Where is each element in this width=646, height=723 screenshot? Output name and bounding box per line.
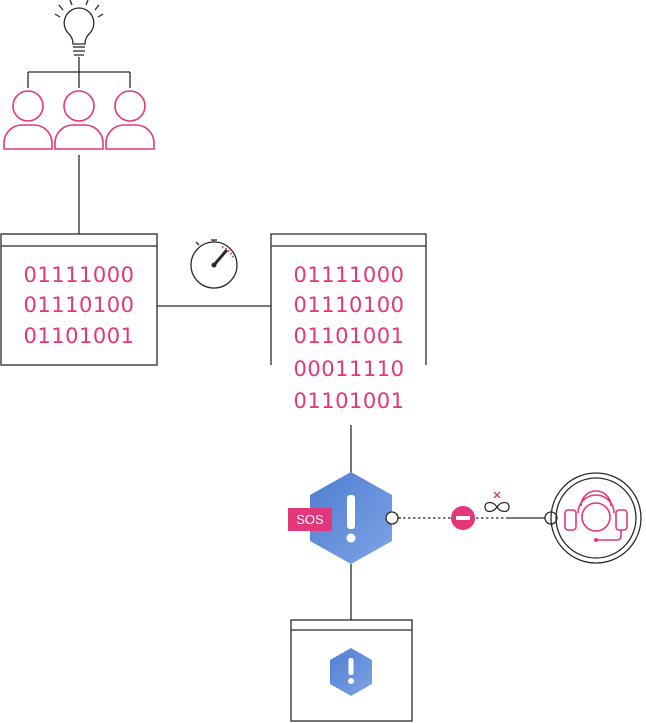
left-code-window: 01111000 01110100 01101001 [0, 233, 158, 366]
binary-line: 01110100 [294, 293, 405, 317]
sos-label: SOS [296, 512, 324, 527]
binary-line: 01101001 [294, 324, 405, 348]
binary-line-fading: 01101001 [294, 389, 405, 413]
alert-hexagon-icon [310, 472, 392, 564]
support-headset-icon [550, 472, 642, 564]
user-icon [54, 90, 104, 150]
stopwatch-icon [190, 239, 238, 289]
binary-line: 01110100 [24, 293, 135, 317]
lightbulb-icon [54, 0, 104, 56]
binary-line: 01101001 [24, 324, 135, 348]
binary-line-fading: 00011110 [294, 357, 405, 381]
team-connector [27, 57, 131, 88]
sos-badge: SOS [288, 508, 332, 531]
user-icon [105, 90, 155, 150]
minus-circle-icon [451, 506, 475, 530]
user-icon [3, 90, 53, 150]
alert-hexagon-icon [330, 648, 372, 696]
binary-line: 01111000 [24, 263, 135, 287]
binary-line: 01111000 [294, 263, 405, 287]
infinity-icon [484, 491, 510, 513]
right-code-window: 01111000 01110100 01101001 00011110 0110… [270, 233, 427, 413]
